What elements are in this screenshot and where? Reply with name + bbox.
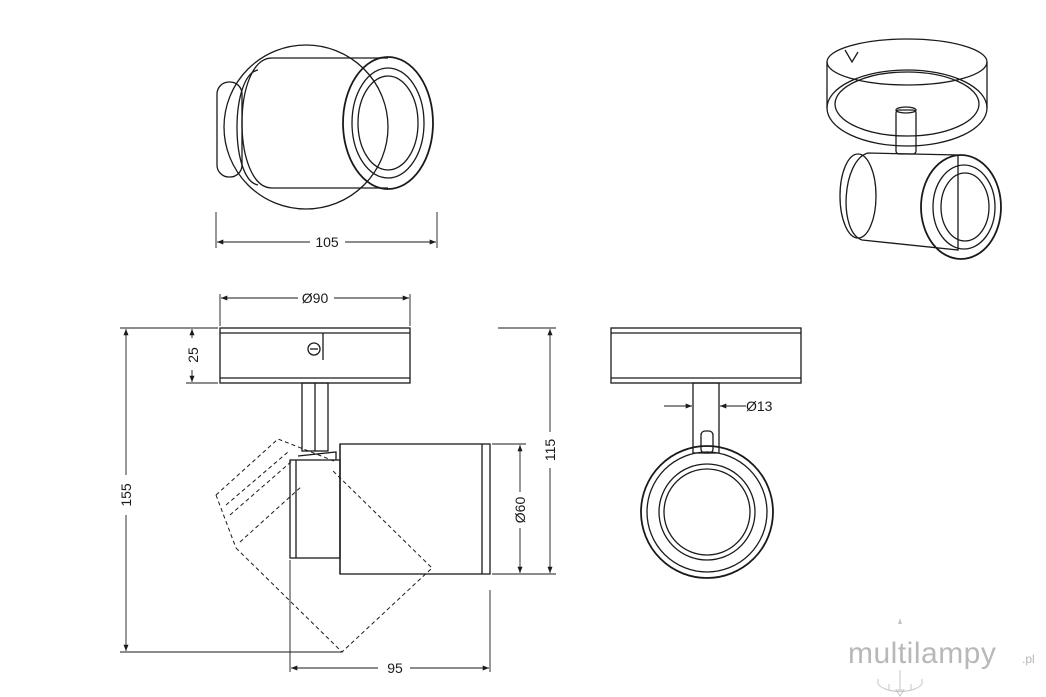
dim-arm-diameter: Ø13 bbox=[746, 398, 773, 414]
dim-base-height: 25 bbox=[185, 347, 201, 363]
side-view: Ø13 bbox=[610, 327, 802, 579]
chandelier-icon bbox=[877, 670, 923, 697]
dim-arm-height: 115 bbox=[542, 439, 558, 462]
front-view: Ø90 25 155 115 Ø60 bbox=[118, 290, 558, 676]
brand-logo: multilampy .pl bbox=[848, 618, 1035, 697]
dim-top-width: 105 bbox=[315, 234, 339, 250]
dim-depth: 95 bbox=[387, 660, 403, 676]
dim-head-diameter: Ø60 bbox=[512, 497, 528, 524]
dim-total-height: 155 bbox=[118, 483, 134, 507]
iso-view bbox=[826, 38, 1002, 260]
logo-name: multilampy bbox=[848, 637, 996, 670]
top-view: 105 bbox=[215, 44, 438, 250]
dim-base-diameter: Ø90 bbox=[302, 290, 329, 306]
logo-suffix: .pl bbox=[1022, 652, 1035, 666]
